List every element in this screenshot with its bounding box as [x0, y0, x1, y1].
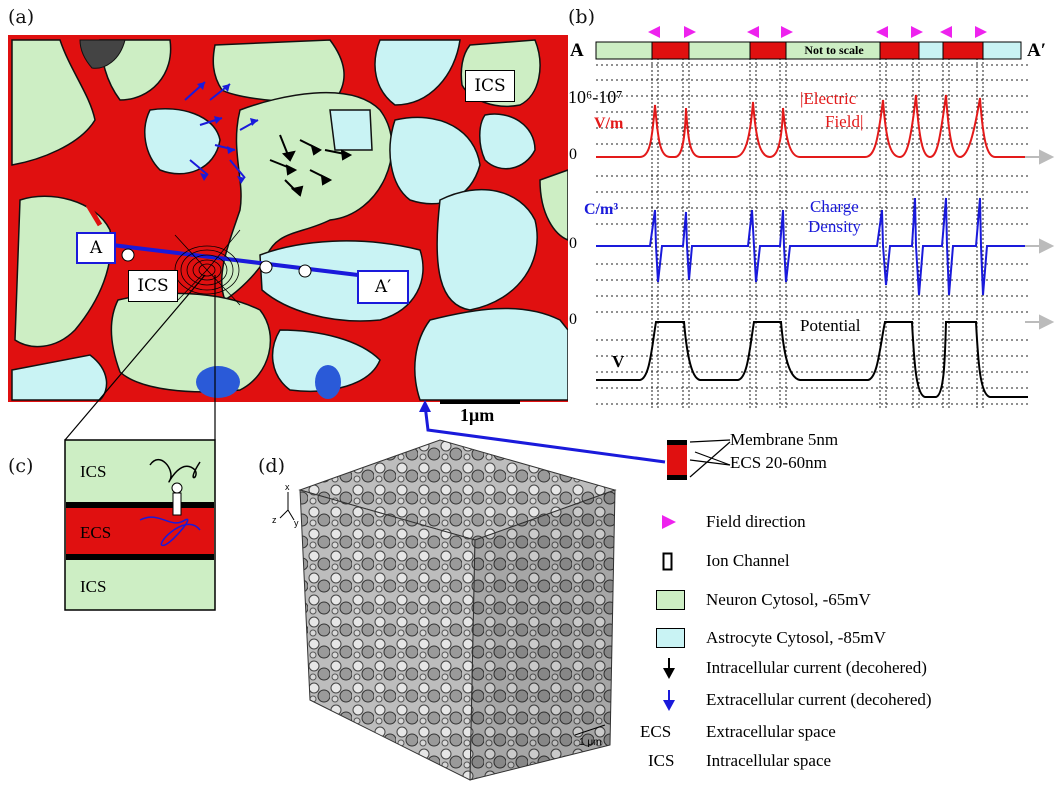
ics-label-neuron: ICS	[128, 270, 178, 302]
membrane-width-label: Membrane 5nm	[730, 430, 839, 449]
blue-arrow-icon	[663, 690, 675, 711]
cube-axis-z: z	[272, 515, 277, 525]
point-a-prime-label: A′	[357, 270, 409, 304]
legend-label: Intracellular current (decohered)	[706, 658, 927, 677]
legend-label: Astrocyte Cytosol, -85mV	[706, 628, 886, 647]
panel-label-c: (c)	[8, 455, 34, 477]
black-arrow-icon	[663, 658, 675, 679]
legend-label: Ion Channel	[706, 551, 790, 570]
legend-label: Neuron Cytosol, -65mV	[706, 590, 871, 609]
point-a-label: A	[76, 232, 116, 264]
charge-title-line2: Density	[808, 217, 861, 236]
neuron-swatch-icon	[656, 590, 685, 610]
legend-label: Intracellular space	[706, 751, 832, 770]
panel-c-bottom-ics: ICS	[80, 577, 107, 596]
panel-label-d: (d)	[258, 455, 285, 477]
scale-bar-label: 1μm	[460, 405, 495, 425]
cube-scale-label: 1 μm	[579, 737, 602, 748]
potential-title: Potential	[800, 316, 861, 336]
potential-zero-label: 0	[569, 311, 577, 328]
field-zero-label: 0	[569, 146, 577, 163]
cube-axis-y: y	[294, 518, 299, 528]
panel-label-b: (b)	[568, 6, 595, 28]
ecs-abbrev: ECS	[640, 722, 672, 741]
legend-label: Field direction	[706, 512, 806, 531]
ion-channel-icon	[662, 552, 673, 571]
charge-zero-label: 0	[569, 235, 577, 252]
field-title-line1: |Electric	[800, 89, 857, 108]
field-title-line2: Field|	[825, 112, 864, 131]
legend-label: Extracellular current (decohered)	[706, 690, 932, 709]
panel-label-a: (a)	[8, 6, 35, 28]
field-unit-label: V/m	[594, 115, 624, 132]
ecs-width-label: ECS 20-60nm	[730, 453, 827, 472]
not-to-scale-label: Not to scale	[804, 43, 864, 57]
astrocyte-swatch-icon	[656, 628, 685, 648]
field-direction-icon	[662, 515, 676, 529]
potential-unit-label: V	[612, 352, 625, 371]
charge-unit-label: C/m³	[584, 201, 619, 218]
strip-end-a-prime: A′	[1027, 40, 1047, 61]
ics-abbrev: ICS	[648, 751, 675, 770]
legend-label: Extracellular space	[706, 722, 836, 741]
field-magnitude-label: 10⁶-10⁷	[568, 87, 623, 107]
cube-axis-x: x	[285, 482, 290, 492]
panel-c-top-ics: ICS	[80, 462, 107, 481]
charge-title-line1: Charge	[810, 197, 859, 216]
strip-start-a: A	[570, 40, 584, 61]
ics-label-astrocyte: ICS	[465, 70, 515, 102]
panel-c-ecs: ECS	[80, 523, 112, 542]
